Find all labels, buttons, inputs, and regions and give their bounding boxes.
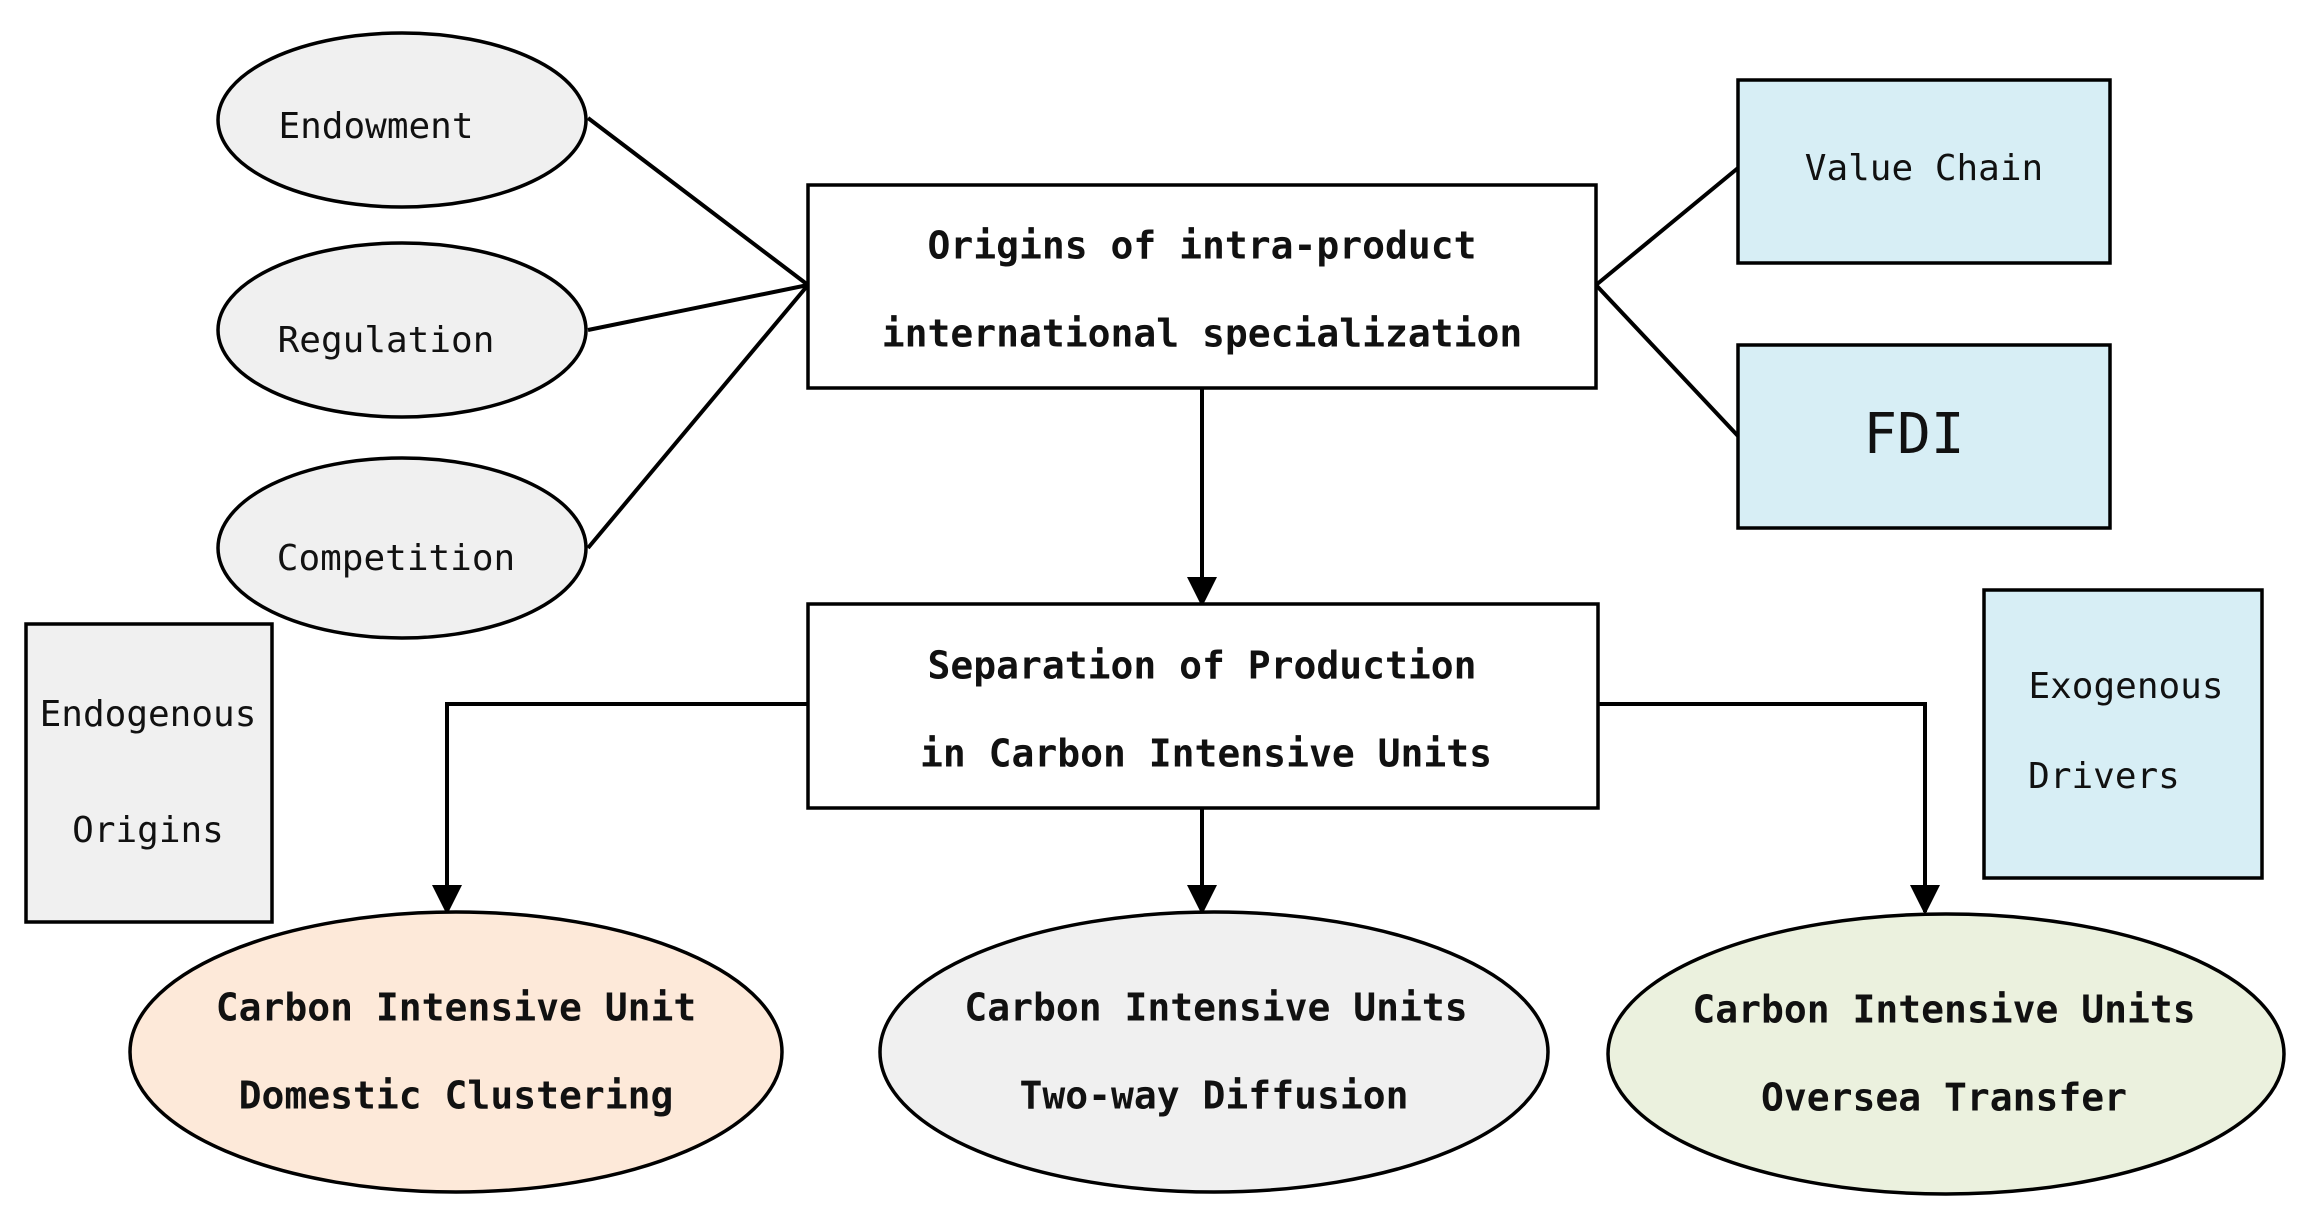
origins-box — [806, 183, 1598, 390]
node-oversea-transfer: Carbon Intensive Units Oversea Transfer — [1606, 912, 2286, 1196]
edge-separation-domestic — [432, 702, 808, 915]
edge-competition-origins — [586, 283, 810, 550]
oversea-label-line2: Oversea Transfer — [1761, 1076, 2127, 1120]
two-way-ellipse — [878, 910, 1550, 1194]
node-competition: Competition — [216, 456, 588, 640]
domestic-ellipse — [128, 910, 784, 1194]
regulation-label: Regulation — [278, 320, 495, 361]
separation-label-line2: in Carbon Intensive Units — [920, 732, 1492, 776]
two-way-label-line2: Two-way Diffusion — [1020, 1074, 1409, 1118]
origins-label-line1: Origins of intra-product — [927, 224, 1476, 268]
regulation-ellipse — [216, 241, 588, 419]
endogenous-label-line1: Endogenous — [40, 694, 257, 735]
origins-label-line2: international specialization — [882, 312, 1523, 356]
value-chain-box — [1736, 78, 2112, 265]
fdi-box — [1736, 343, 2112, 530]
domestic-label-line2: Domestic Clustering — [239, 1074, 674, 1118]
competition-ellipse — [216, 456, 588, 640]
competition-label: Competition — [277, 538, 515, 579]
endowment-ellipse — [216, 31, 588, 209]
domestic-label-line1: Carbon Intensive Unit — [216, 986, 696, 1030]
separation-label-line1: Separation of Production — [927, 644, 1476, 688]
node-endowment: Endowment — [216, 31, 588, 209]
edge-regulation-origins — [587, 283, 809, 332]
endogenous-label-line2: Origins — [72, 810, 224, 851]
node-value-chain: Value Chain — [1736, 78, 2112, 265]
node-regulation: Regulation — [216, 241, 588, 419]
node-origins: Origins of intra-product international s… — [806, 183, 1598, 390]
node-endogenous-origins: Endogenous Origins — [24, 622, 274, 924]
exogenous-label-line1: Exogenous — [2028, 666, 2223, 707]
node-separation: Separation of Production in Carbon Inten… — [806, 602, 1600, 810]
oversea-ellipse — [1606, 912, 2286, 1196]
exogenous-box — [1982, 588, 2264, 880]
node-fdi: FDI — [1736, 343, 2112, 530]
oversea-label-line1: Carbon Intensive Units — [1692, 988, 2195, 1032]
fdi-label: FDI — [1863, 402, 1964, 467]
node-exogenous-drivers: Exogenous Drivers — [1982, 588, 2264, 880]
edge-origins-value-chain — [1594, 166, 1740, 287]
edge-origins-fdi — [1594, 283, 1740, 438]
node-two-way-diffusion: Carbon Intensive Units Two-way Diffusion — [878, 910, 1550, 1194]
separation-box — [806, 602, 1600, 810]
edge-separation-oversea — [1598, 702, 1940, 915]
edges-layer — [432, 116, 1940, 915]
endowment-label: Endowment — [278, 106, 473, 147]
two-way-label-line1: Carbon Intensive Units — [964, 986, 1467, 1030]
exogenous-label-line2: Drivers — [2028, 756, 2180, 797]
endogenous-box — [24, 622, 274, 924]
edge-endowment-origins — [586, 116, 810, 287]
node-domestic-clustering: Carbon Intensive Unit Domestic Clusterin… — [128, 910, 784, 1194]
value-chain-label: Value Chain — [1805, 148, 2043, 189]
